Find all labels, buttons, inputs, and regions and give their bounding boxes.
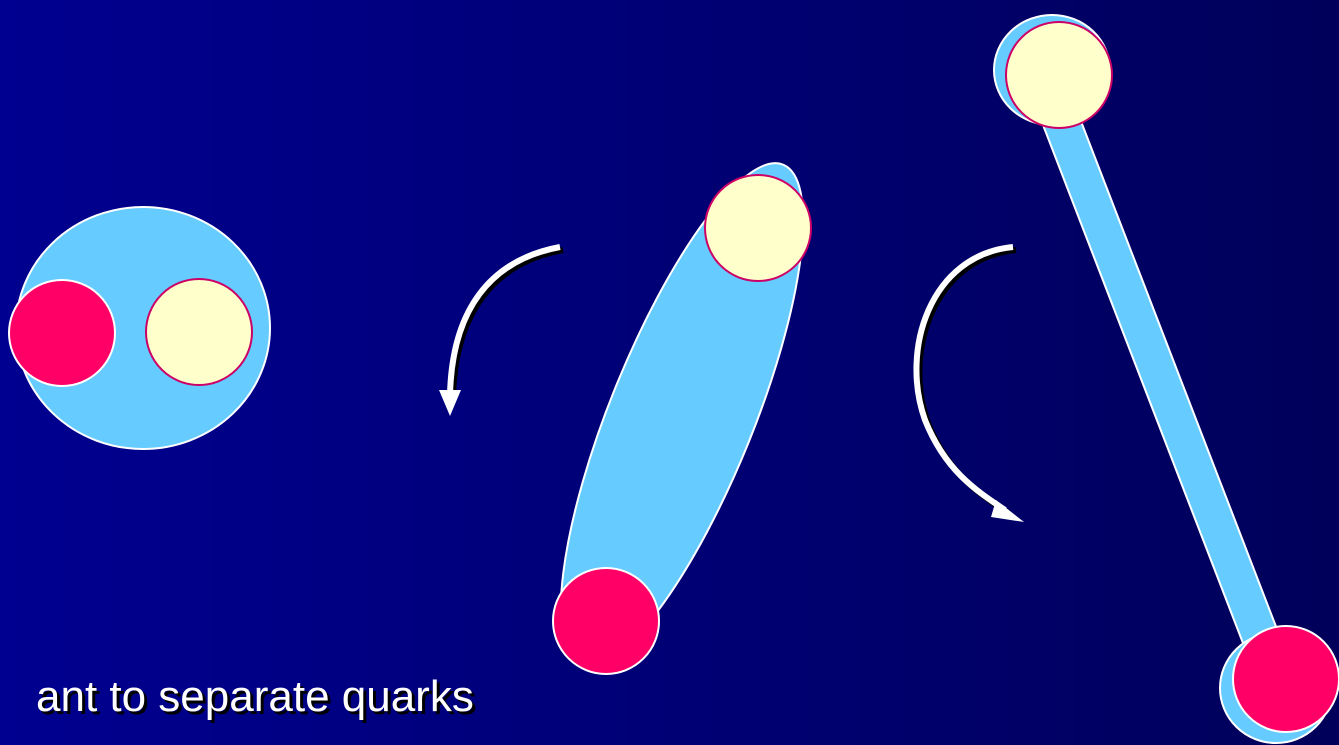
arrow-2-shadow: [916, 247, 1017, 516]
cream-quark: [704, 174, 812, 282]
red-quark: [8, 279, 116, 387]
red-quark: [1232, 625, 1339, 733]
red-quark: [552, 567, 660, 675]
arrow-1-shadow: [450, 247, 564, 399]
flux-tube: [1036, 96, 1294, 684]
transition-arrow-2: [913, 244, 1024, 522]
stage-bound-state: [8, 206, 271, 450]
stage-stretched-ellipse: [552, 162, 812, 675]
caption-text: ant to separate quarks: [36, 672, 474, 721]
cream-quark: [1005, 21, 1113, 129]
arrow-1-head: [439, 390, 461, 416]
arrow-2-stroke: [913, 244, 1014, 513]
arrow-1-stroke: [447, 244, 561, 396]
stage-flux-tube: [993, 14, 1339, 744]
cream-quark: [145, 278, 253, 386]
arrow-2-head: [991, 500, 1024, 522]
transition-arrow-1: [439, 244, 564, 416]
